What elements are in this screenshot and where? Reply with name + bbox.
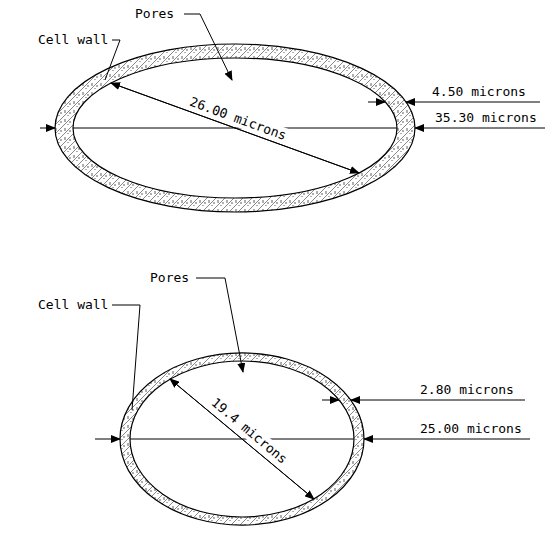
- dimension-line: [415, 128, 545, 129]
- part-label: Cell wall: [38, 297, 108, 313]
- dimension-line: [170, 379, 314, 499]
- dimension-line: [170, 379, 314, 499]
- leader-line: [196, 278, 243, 372]
- part-label: Pores: [150, 270, 189, 286]
- dimension-label: 25.00 microns: [420, 421, 522, 437]
- dimension-line: [111, 83, 359, 173]
- dimension-line: [95, 439, 120, 440]
- leader-line: [112, 305, 140, 410]
- dimension-line: [368, 102, 385, 103]
- leader-line: [184, 14, 232, 80]
- dimension-label: 35.30 microns: [435, 110, 537, 126]
- dimension-label: 4.50 microns: [432, 84, 526, 100]
- dimension-line: [322, 400, 339, 401]
- dimension-line: [406, 102, 540, 103]
- part-label: Cell wall: [38, 32, 108, 48]
- cell-wall-ring: [120, 353, 364, 525]
- dimension-line: [351, 400, 525, 401]
- dimension-line: [364, 439, 530, 440]
- part-label: Pores: [135, 6, 174, 22]
- dimension-label: 19.4 microns: [206, 393, 291, 468]
- dimension-label: 26.00 microns: [186, 93, 291, 144]
- dimension-line: [40, 128, 55, 129]
- dimension-line: [111, 83, 359, 173]
- dimension-label: 2.80 microns: [420, 382, 514, 398]
